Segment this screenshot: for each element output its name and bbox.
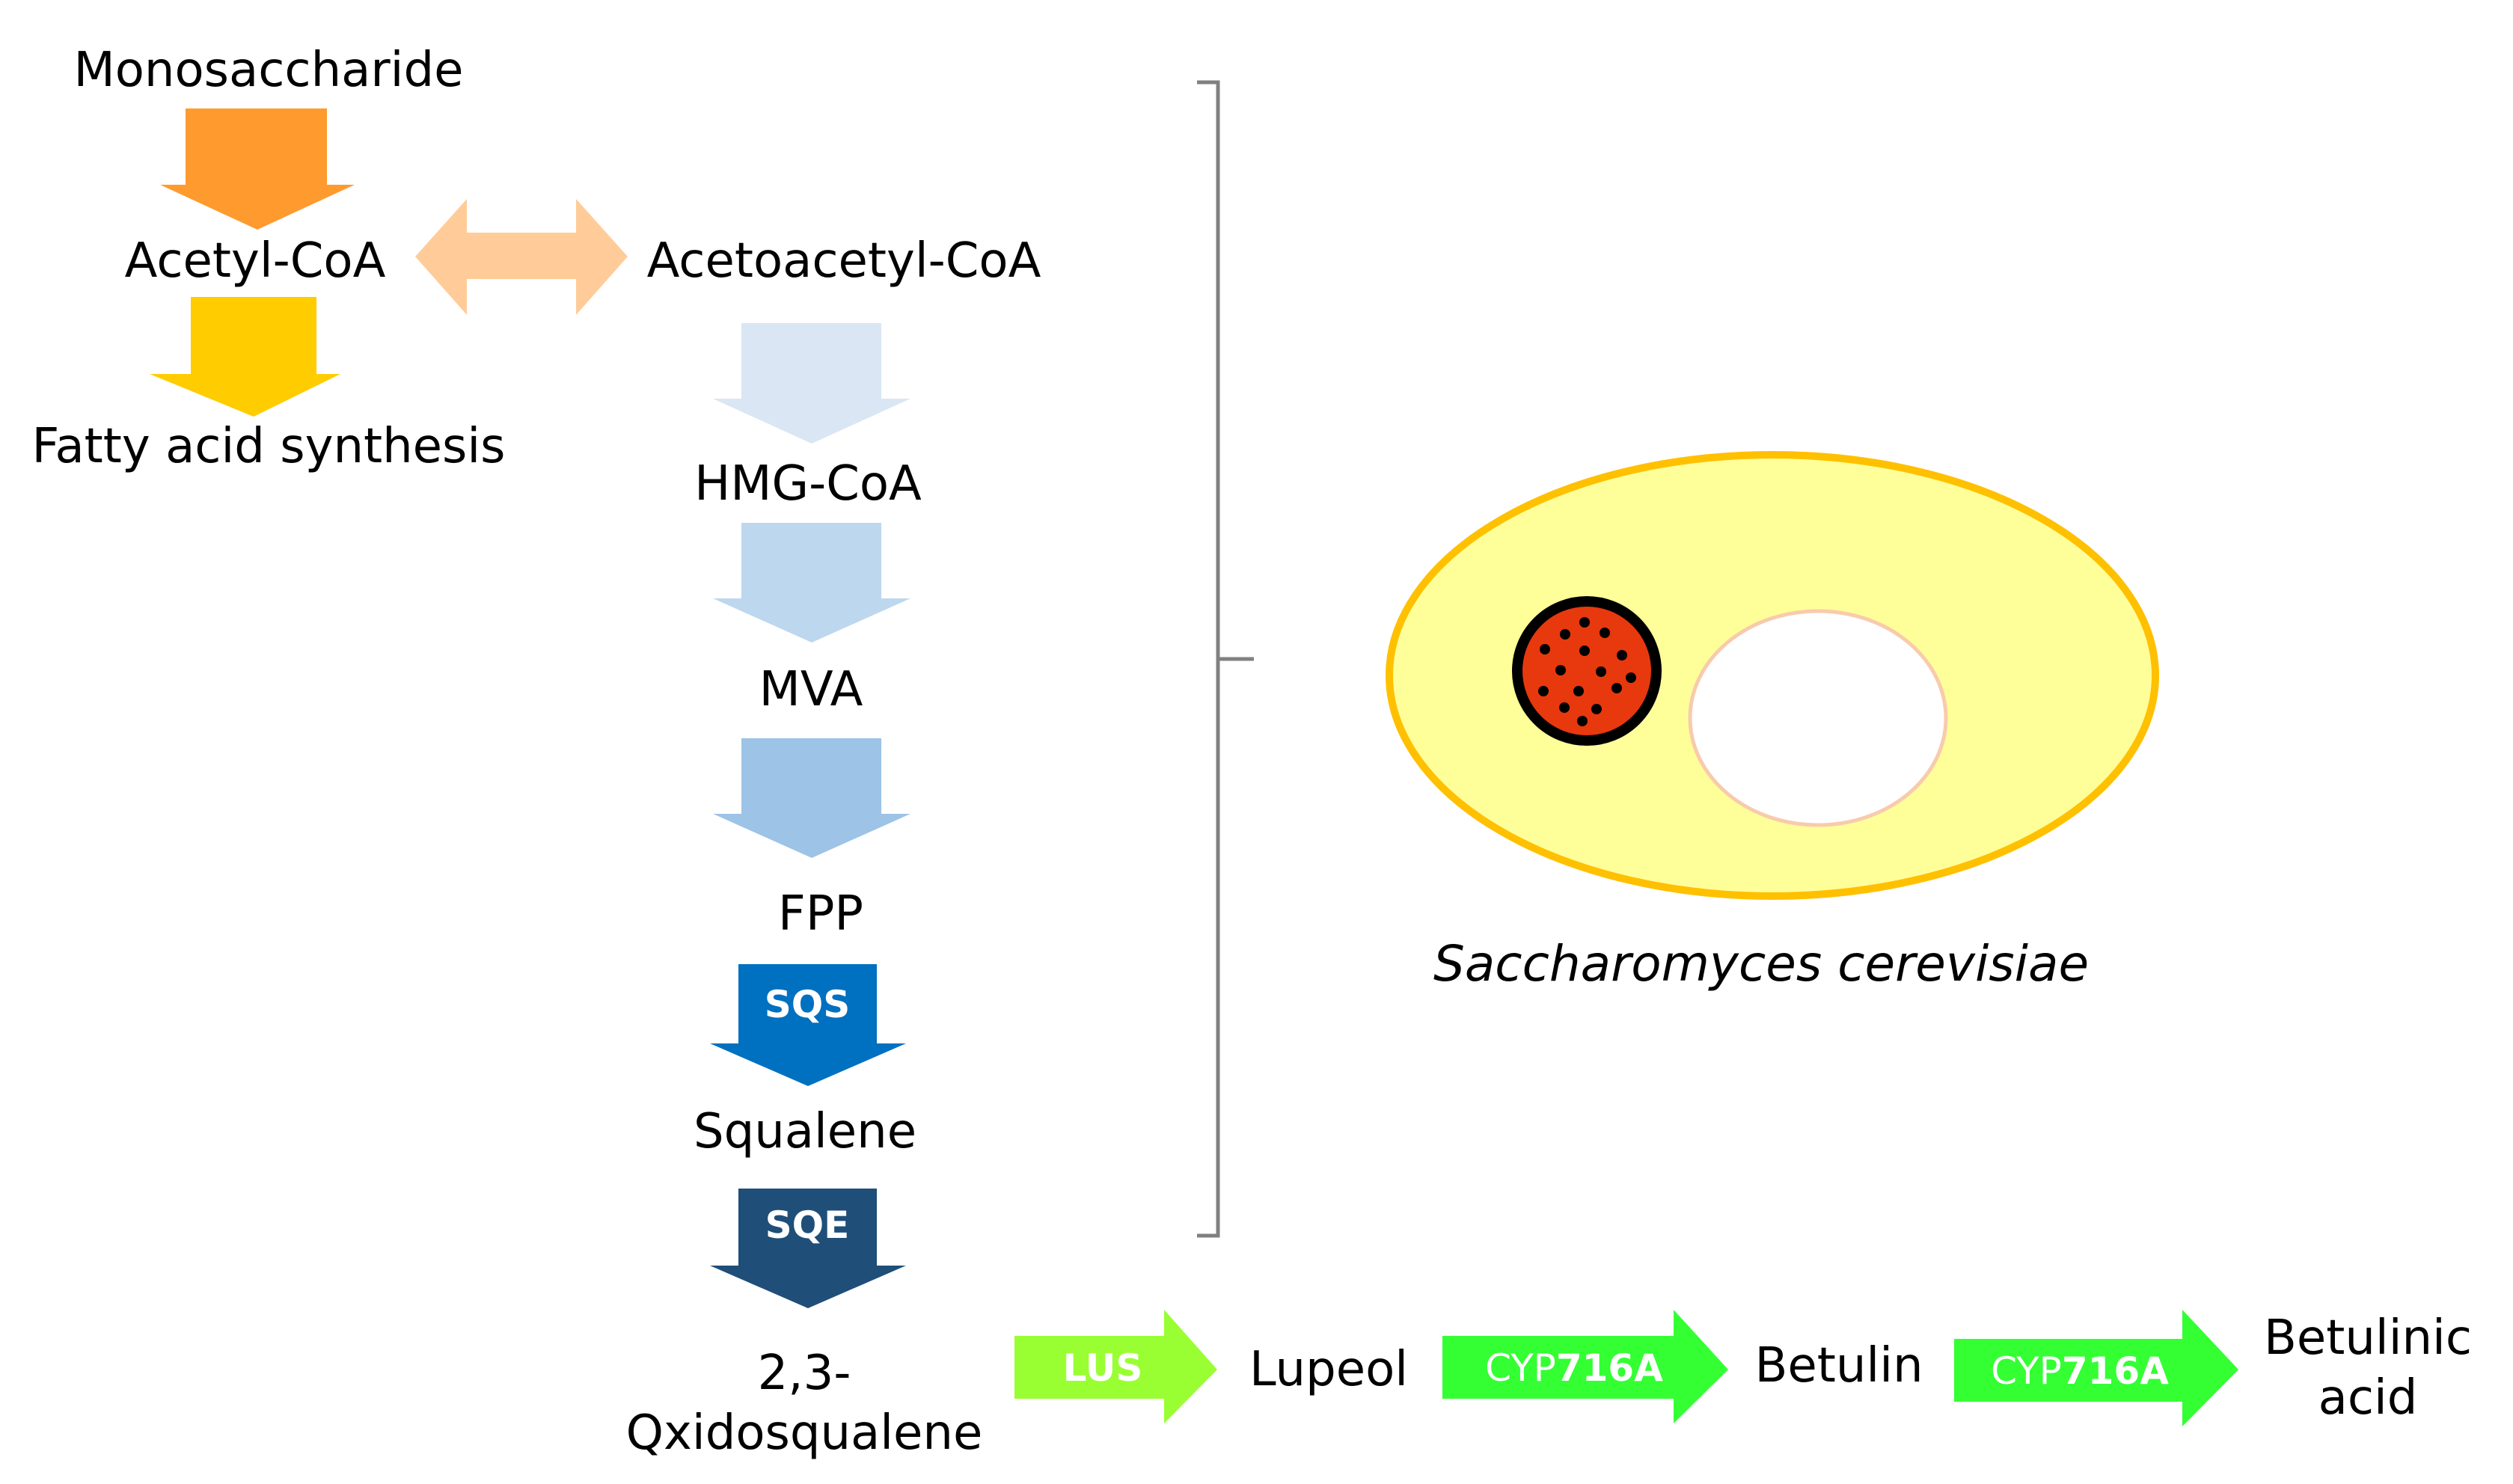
arrow-mva-to-fpp bbox=[713, 738, 910, 858]
nucleus-dots bbox=[1538, 617, 1636, 726]
label-mva: MVA bbox=[759, 662, 863, 717]
arrow-lus bbox=[1014, 1310, 1217, 1423]
label-betulin: Betulin bbox=[1754, 1338, 1923, 1393]
label-monosaccharide: Monosaccharide bbox=[74, 43, 464, 98]
enzyme-label-cyp716a-2-suffix: 716A bbox=[2062, 1349, 2169, 1393]
label-oxidosqualene-line2: Qxidosqualene bbox=[626, 1405, 983, 1461]
label-lupeol: Lupeol bbox=[1249, 1342, 1408, 1397]
label-hmg-coa: HMG-CoA bbox=[694, 456, 922, 512]
enzyme-label-cyp716a-1-prefix: CYP bbox=[1485, 1346, 1556, 1390]
arrow-sqe bbox=[710, 1189, 906, 1308]
enzyme-label-cyp716a-2: CYP716A bbox=[1991, 1349, 2169, 1393]
enzyme-label-sqs: SQS bbox=[765, 983, 851, 1026]
enzyme-label-cyp716a-2-prefix: CYP bbox=[1991, 1349, 2062, 1393]
enzyme-label-sqe: SQE bbox=[765, 1204, 850, 1247]
vacuole bbox=[1688, 609, 1948, 827]
label-squalene: Squalene bbox=[694, 1104, 916, 1159]
nucleus bbox=[1512, 596, 1662, 746]
organism-caption: Saccharomyces cerevisiae bbox=[1433, 935, 2089, 993]
arrow-cyp716a-2 bbox=[1954, 1310, 2238, 1426]
arrow-acetoacetylcoa-to-hmgcoa bbox=[713, 323, 910, 444]
arrow-hmgcoa-to-mva bbox=[713, 523, 910, 643]
label-betulinic-acid-line1: Betulinic bbox=[2264, 1310, 2472, 1366]
enzyme-label-lus: LUS bbox=[1063, 1346, 1143, 1390]
label-betulinic-acid-line2: acid bbox=[2318, 1370, 2418, 1426]
label-acetyl-coa: Acetyl-CoA bbox=[125, 233, 386, 289]
enzyme-label-cyp716a-1-suffix: 716A bbox=[1556, 1346, 1663, 1390]
enzyme-label-cyp716a-1: CYP716A bbox=[1485, 1346, 1663, 1390]
arrow-monosaccharide-to-acetylcoa bbox=[160, 108, 355, 230]
arrow-acetylcoa-to-fatty-acid bbox=[150, 297, 340, 417]
arrow-cyp716a-1 bbox=[1442, 1310, 1728, 1423]
label-acetoacetyl-coa: Acetoacetyl-CoA bbox=[647, 233, 1041, 289]
label-fpp: FPP bbox=[778, 886, 863, 942]
label-oxidosqualene-line1: 2,3- bbox=[758, 1346, 851, 1401]
arrow-sqs bbox=[710, 964, 906, 1086]
pathway-bracket bbox=[1197, 80, 1254, 1238]
double-arrow-acetylcoa-acetoacetylcoa bbox=[415, 199, 628, 315]
label-fatty-acid-synthesis: Fatty acid synthesis bbox=[32, 419, 506, 474]
